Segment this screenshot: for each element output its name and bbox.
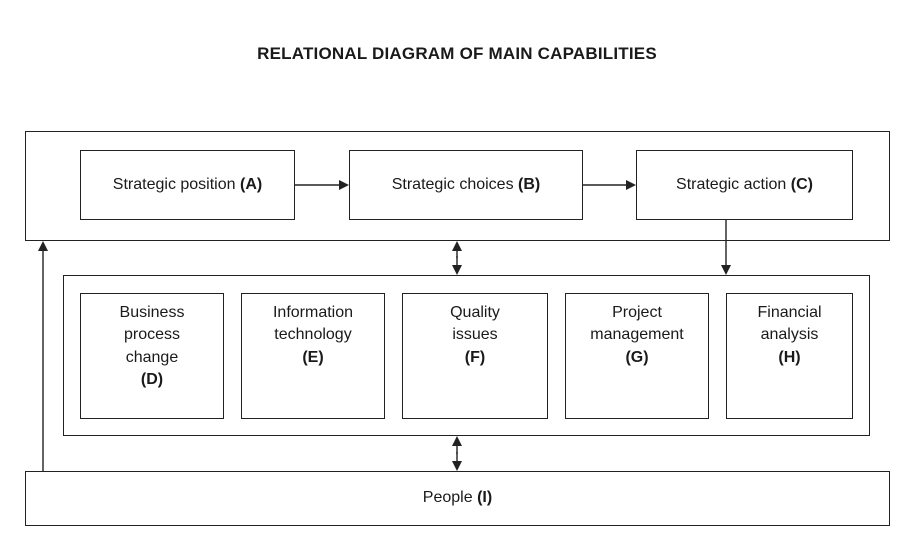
node-code: (D) xyxy=(140,371,164,389)
node-business-process-change: Business process change (D) xyxy=(80,293,224,419)
node-project-management: Project management (G) xyxy=(565,293,709,419)
diagram-title: RELATIONAL DIAGRAM OF MAIN CAPABILITIES xyxy=(257,44,657,63)
node-label: People xyxy=(422,489,473,507)
node-strategic-position: Strategic position (A) xyxy=(80,150,295,220)
node-label: Financial analysis xyxy=(757,304,822,344)
node-label: Project management xyxy=(590,304,684,344)
node-code: (A) xyxy=(239,175,263,193)
node-code: (B) xyxy=(518,175,541,193)
node-label: Information technology xyxy=(272,304,354,344)
node-code: (C) xyxy=(790,175,813,193)
node-code: (E) xyxy=(302,348,324,366)
node-label: Strategic position xyxy=(112,175,236,193)
node-quality-issues: Quality issues (F) xyxy=(402,293,548,419)
node-label: Strategic action xyxy=(676,175,787,193)
node-strategic-action: Strategic action (C) xyxy=(636,150,853,220)
node-label: Quality issues xyxy=(450,304,500,344)
node-financial-analysis: Financial analysis (H) xyxy=(726,293,853,419)
node-strategic-choices: Strategic choices (B) xyxy=(349,150,583,220)
node-code: (H) xyxy=(778,348,801,366)
node-label: Business process change xyxy=(119,304,185,366)
node-code: (I) xyxy=(477,489,493,507)
node-people: People (I) xyxy=(25,471,890,526)
node-information-technology: Information technology (E) xyxy=(241,293,385,419)
node-label: Strategic choices xyxy=(391,175,514,193)
node-code: (F) xyxy=(464,348,486,366)
node-code: (G) xyxy=(625,348,649,366)
